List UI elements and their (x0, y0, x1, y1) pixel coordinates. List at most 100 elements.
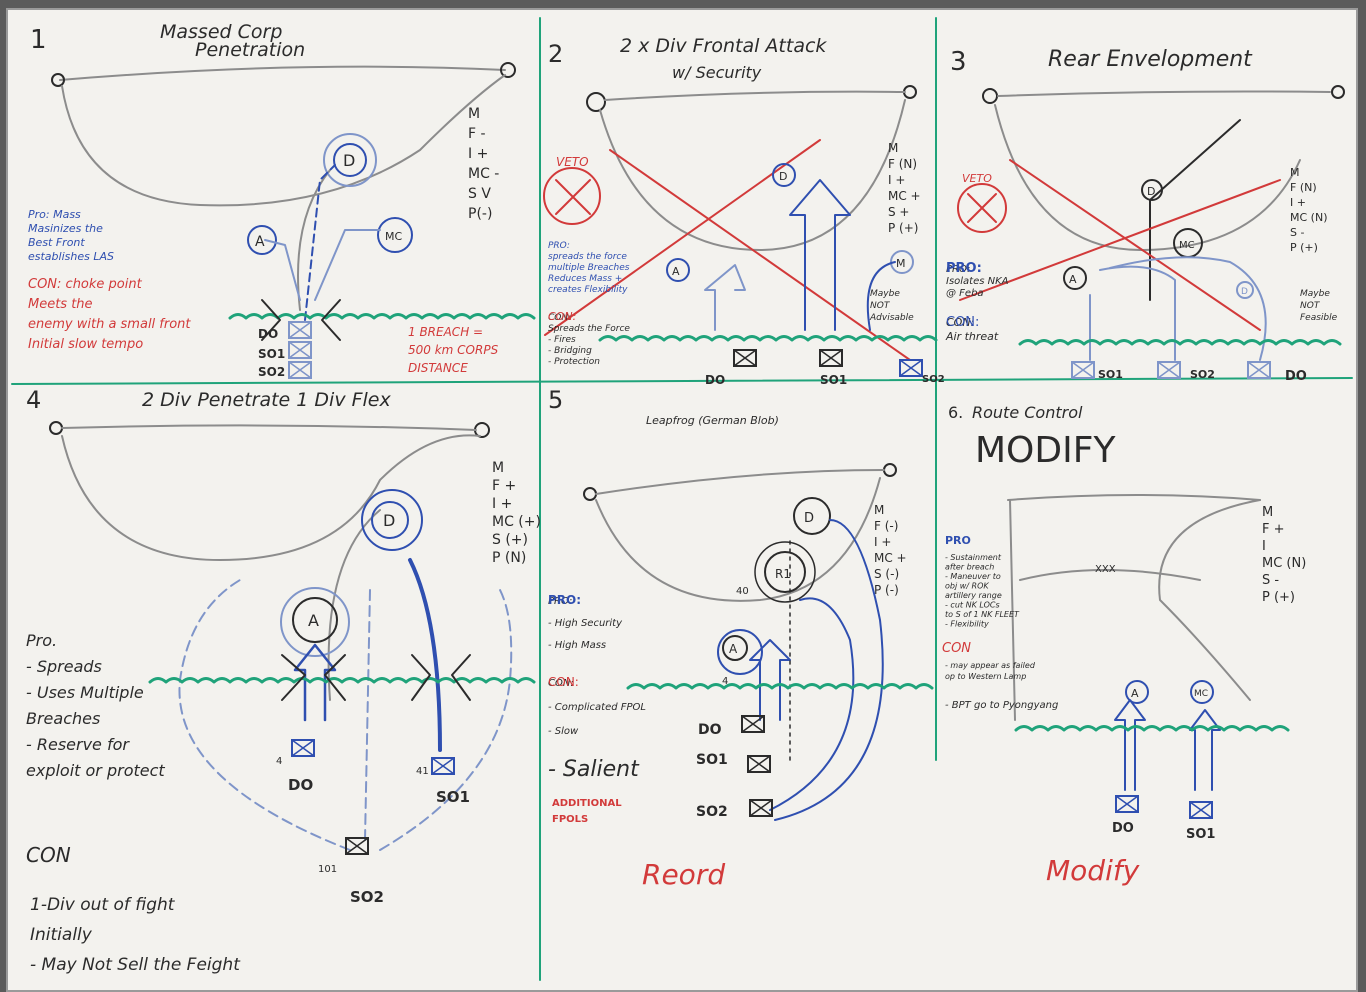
panel-2-title-line-1: w/ Security (672, 63, 762, 82)
panel-4-con-line-1: Initially (30, 925, 93, 945)
panel-1-note-line-0: 1 BREACH = (408, 325, 483, 339)
panel-4-pro-line-0: Pro. (26, 631, 57, 650)
panel-5-unit-so2-cross (750, 800, 772, 816)
panel-5-pro-line-2: - High Mass (548, 640, 606, 651)
panel-3-con-line-1: Air threat (945, 330, 999, 343)
panel-6-unit-do-label: DO (1112, 821, 1134, 836)
panel-4-unit-so1-cross (432, 758, 454, 774)
panel-3-metric-line-0: M (1290, 166, 1300, 179)
panel-2-metric-line-2: I + (888, 173, 905, 187)
panel-5-anchor-right (884, 464, 896, 476)
panel-3-unit-so2-cross (1158, 362, 1180, 378)
panel-3-boundary (995, 105, 1300, 250)
panel-3-metric-line-3: MC (N) (1290, 211, 1327, 224)
panel-6-modify-heading: MODIFY (975, 430, 1116, 471)
panel-5-unit-do-label: DO (698, 722, 722, 738)
panel-2-con-line-2: - Fires (548, 335, 576, 345)
panel-1-unit-do-label: DO (258, 327, 278, 341)
panel-3-metric-line-4: S - (1290, 226, 1304, 239)
panel-4-axis-line (329, 510, 380, 700)
panel-4-pro-line-1: - Spreads (26, 657, 102, 676)
panel-6-metric-line-3: MC (N) (1262, 556, 1306, 571)
panel-4-metric-line-2: I + (492, 496, 512, 512)
panel-1-arrow-a (265, 240, 300, 300)
panel-2-phase-line (605, 92, 905, 100)
panel-5-boundary (596, 478, 880, 601)
panel-4-unit-do-cross (292, 740, 314, 756)
panel-2-arrow-main (790, 180, 850, 330)
panel-1-circle-mc-label: MC (385, 230, 402, 243)
panel-1-unit-so2-label: SO2 (258, 365, 285, 379)
panel-4-title: 2 Div Penetrate 1 Div Flex (142, 389, 392, 411)
panel-6-number: 6. (948, 403, 963, 422)
panel-2-title-line-0: 2 x Div Frontal Attack (620, 35, 827, 57)
panel-3-pro-heading: PRO: (946, 261, 982, 276)
panel-4-unit-so2-label: SO2 (350, 888, 384, 906)
panel-3-circle-d2-label: D (1241, 287, 1248, 297)
panel-6-pro-line-1: after breach (945, 563, 994, 572)
panel-2-metric-line-0: M (888, 141, 898, 155)
panel-4-con-line-2: - May Not Sell the Feight (30, 955, 241, 975)
panel-4-phase-line (62, 425, 476, 430)
panel-2-con-line-3: - Bridging (548, 346, 592, 356)
panel-6-circle-mc-label: MC (1194, 689, 1208, 699)
panel-4-unit-number-so1: 41 (416, 766, 429, 777)
panel-5-phase-line (596, 470, 884, 494)
panel-3-pro-line-1: Isolates NKA (946, 276, 1009, 287)
panel-6-con-line-1: op to Western Lamp (945, 672, 1026, 681)
panel-3-circle-d-label: D (1147, 185, 1155, 198)
panel-3-pro-line-2: @ Feba (946, 288, 984, 299)
panel-5-unit-do-cross (742, 716, 764, 732)
panel-1-con-line-3: Initial slow tempo (28, 337, 143, 352)
panel-3-anchor-left (983, 89, 997, 103)
panel-3-circle-mc-label: MC (1179, 240, 1195, 251)
panel-5-red-note-line-1: FPOLS (552, 814, 588, 825)
panel-4-unit-number-so2: 101 (318, 864, 337, 875)
panel-4-unit-number-do: 4 (276, 756, 282, 767)
panel-2-con-heading: CON: (548, 310, 576, 323)
panel-2-metric-line-5: P (+) (888, 221, 918, 235)
panel-2-circle-a-label: A (672, 265, 680, 278)
panel-2-pro-line-0: PRO: (548, 241, 570, 251)
panel-3-note-line-0: Maybe (1300, 289, 1330, 299)
panel-6-pro-line-4: artillery range (945, 591, 1002, 600)
panel-1-arrow-mc (315, 230, 380, 300)
panel-4-arrow-so2-right (380, 590, 511, 850)
panel-4-metric-line-0: M (492, 460, 504, 476)
panel-4-arrow-so2-mid (365, 590, 370, 840)
panel-2-unit-so2-label: SO2 (922, 374, 945, 385)
panel-4-pro-line-3: Breaches (26, 709, 100, 728)
panel-5-circle-d-label: D (804, 511, 814, 526)
panel-4-number: 4 (26, 386, 41, 414)
panel-5-arrow-so2 (775, 520, 883, 820)
panel-3-unit-so1-label: SO1 (1098, 368, 1123, 381)
panel-5-metric-line-4: S (-) (874, 567, 899, 581)
panel-3-metric-line-2: I + (1290, 196, 1306, 209)
panel-3-veto-label: VETO (962, 172, 992, 185)
panel-4-unit-do-label: DO (288, 776, 313, 794)
panel-2-unit-do-cross (734, 350, 756, 366)
panel-5-title: Leapfrog (German Blob) (646, 414, 779, 427)
panel-6-circle-a-label: A (1131, 687, 1139, 700)
panel-3-metric-line-1: F (N) (1290, 181, 1317, 194)
panel-5-con-heading: CON: (548, 675, 579, 689)
panel-1-con-line-1: Meets the (28, 297, 93, 312)
panel-3-veto-cross-b (1010, 160, 1260, 330)
panel-divider-row (12, 378, 1352, 384)
panel-2-metric-line-4: S + (888, 205, 910, 219)
panel-6-pro-line-3: obj w/ ROK (945, 582, 989, 591)
panel-4-metric-line-4: S (+) (492, 532, 528, 548)
panel-5-pro-line-1: - High Security (548, 618, 623, 629)
panel-2-unit-so1-label: SO1 (820, 373, 847, 387)
panel-2-number: 2 (548, 40, 563, 68)
panel-5-salient: - Salient (548, 757, 640, 782)
panel-1-metric-line-0: M (468, 106, 480, 122)
panel-4-pro-line-5: exploit or protect (26, 761, 165, 780)
panel-3-metric-line-5: P (+) (1290, 241, 1318, 254)
panel-5-arrow-so1 (770, 598, 853, 810)
panel-1-metric-line-1: F - (468, 126, 486, 142)
panel-1-pro-line-3: establishes LAS (28, 250, 114, 263)
panel-4-unit-so2-cross (346, 838, 368, 854)
panel-3-circle-a-label: A (1069, 273, 1077, 286)
